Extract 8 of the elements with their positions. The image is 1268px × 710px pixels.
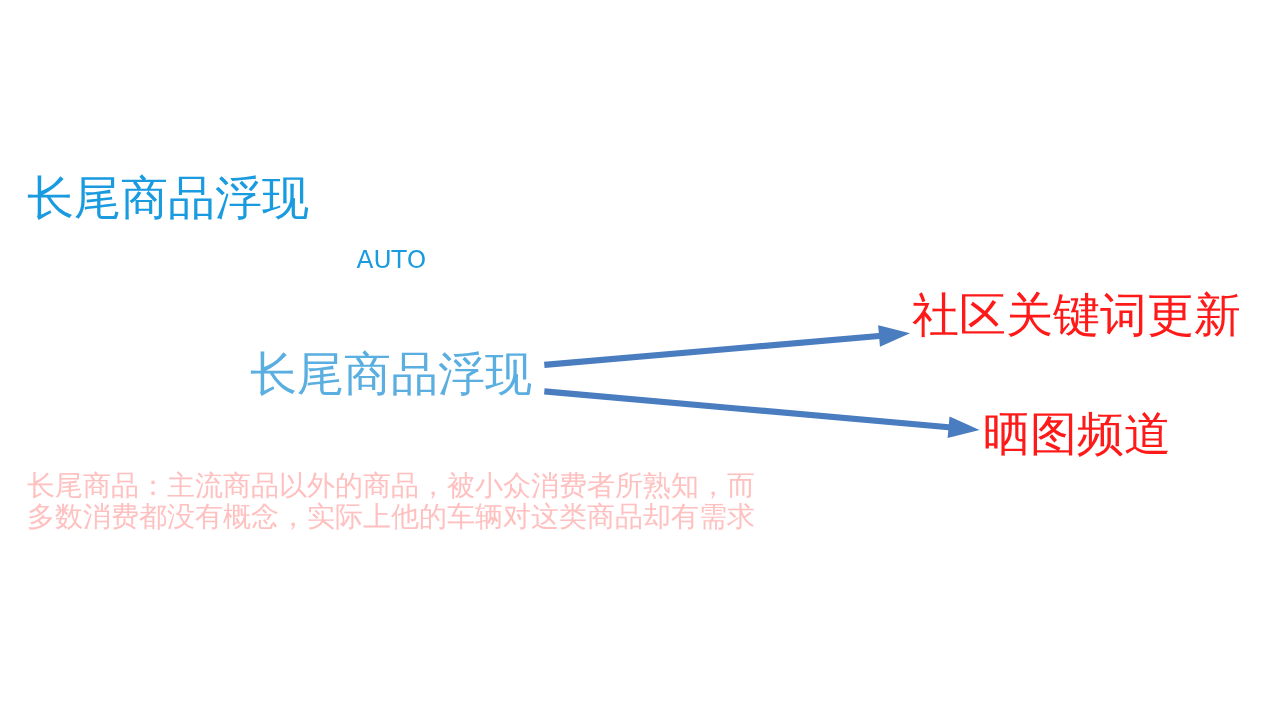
label: AUTO [356,244,427,274]
arrow [544,387,980,438]
diagram-title: 长尾商品浮现 [27,170,310,225]
node-text: 长尾商品浮现 [250,346,533,401]
node-text: 晒图频道 [982,406,1171,461]
node-text: 社区关键词更新 [912,287,1242,342]
arrow [544,324,911,368]
label: 长尾商品：主流商品以外的商品，被小众消费者所熟知，而多数消费都没有概念，实际上他的车辆对这类商品却有需求 [27,468,756,533]
